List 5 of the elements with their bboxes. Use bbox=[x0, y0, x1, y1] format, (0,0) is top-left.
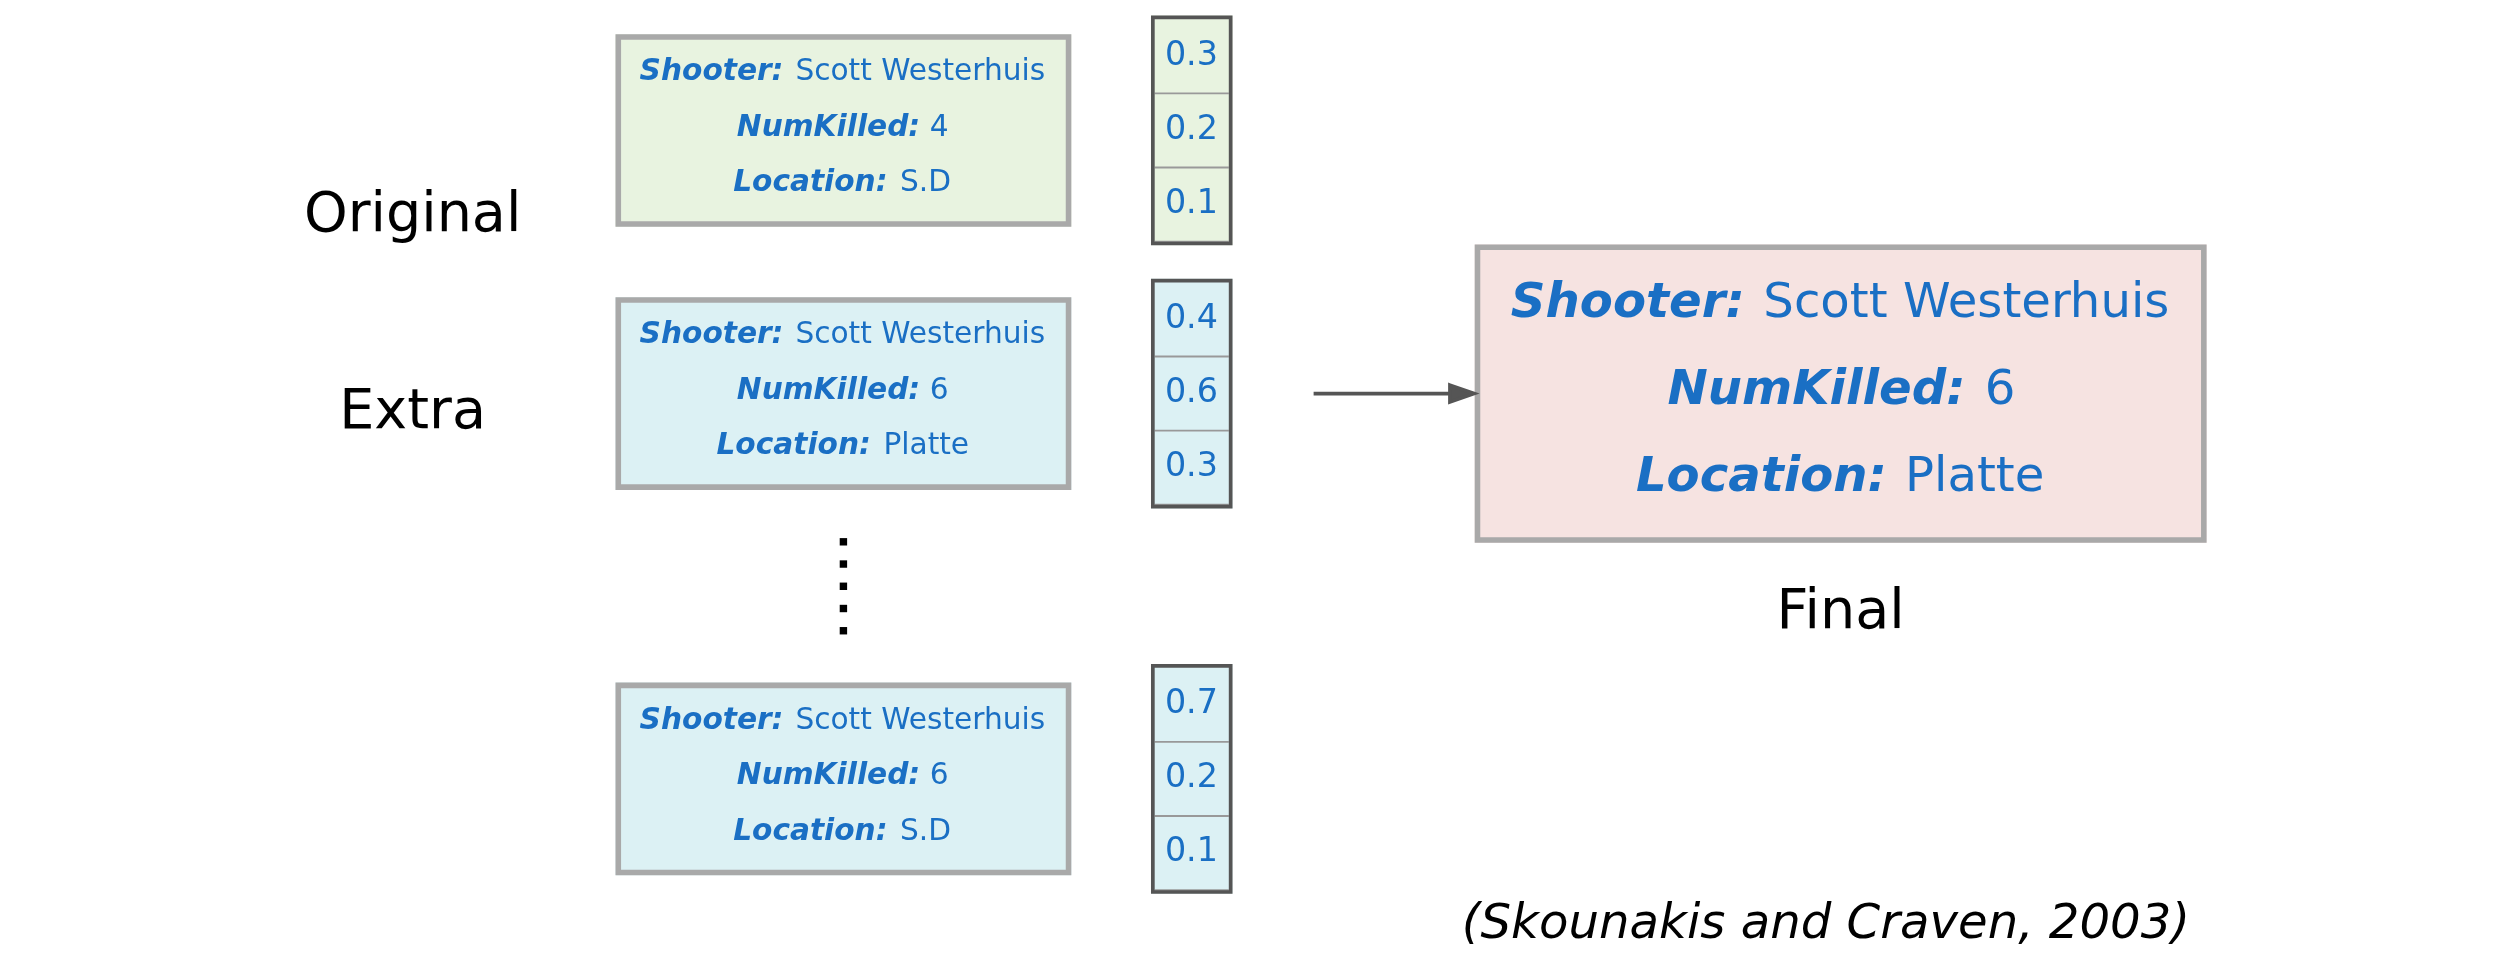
label: Extra bbox=[338, 375, 486, 441]
node-label: Final bbox=[1776, 575, 1905, 641]
caption: (Skounakis and Craven, 2003) bbox=[1461, 892, 2190, 949]
label: Original bbox=[303, 179, 521, 245]
arrow bbox=[1313, 382, 1480, 405]
